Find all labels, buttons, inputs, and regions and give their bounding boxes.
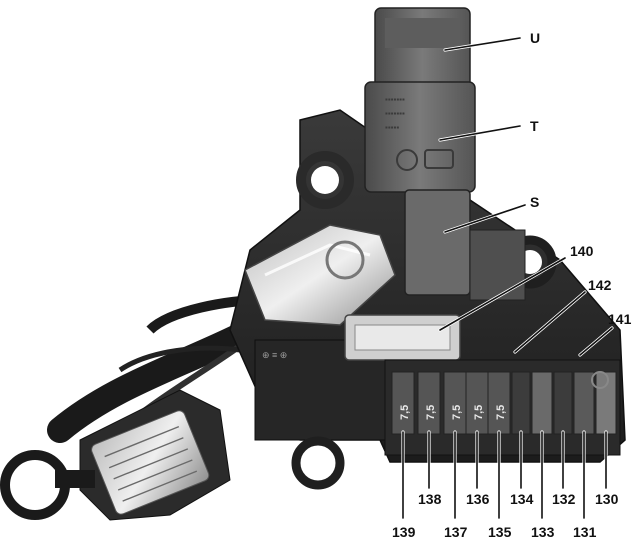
label-135: 135 (488, 524, 512, 540)
clear-relay-cover (244, 224, 396, 326)
label-t: T (530, 118, 539, 134)
fuse-137-rating: 7,5 (451, 405, 463, 420)
left-connector (0, 389, 231, 521)
label-141: 141 (608, 311, 632, 327)
relay-140 (344, 314, 461, 361)
label-137: 137 (444, 524, 468, 540)
fuse-slot-131 (573, 371, 595, 435)
fuse-136-rating: 7,5 (473, 405, 485, 420)
fuse-135-rating: 7,5 (495, 405, 507, 420)
fuse-slot-133 (531, 371, 553, 435)
fuse-139-rating: 7,5 (399, 405, 411, 420)
label-134: 134 (510, 491, 534, 507)
label-s: S (530, 194, 539, 210)
label-142: 142 (588, 277, 612, 293)
label-140: 140 (570, 243, 594, 259)
label-u: U (530, 30, 540, 46)
label-136: 136 (466, 491, 490, 507)
fuse-139: 7,5 (391, 371, 415, 435)
fuse-138: 7,5 (417, 371, 441, 435)
relay-t-marking-3: ▪▪▪▪▪ (385, 123, 399, 132)
fuse-136: 7,5 (465, 371, 489, 435)
fuse-137: 7,5 (443, 371, 467, 435)
fuse-row: 7,5 7,5 7,5 7,5 7,5 (384, 359, 621, 456)
relay-stack: ▪▪▪▪▪▪▪ ▪▪▪▪▪▪▪ ▪▪▪▪▪ (364, 7, 526, 301)
brand-logo (396, 149, 418, 171)
relay-t-marking-1: ▪▪▪▪▪▪▪ (385, 95, 405, 104)
leader-lines (401, 36, 614, 520)
fuse-138-rating: 7,5 (425, 405, 437, 420)
label-131: 131 (573, 524, 597, 540)
label-132: 132 (552, 491, 576, 507)
relay-s (404, 189, 471, 296)
fuse-slot-134 (511, 371, 531, 435)
relay-t-marking-2: ▪▪▪▪▪▪▪ (385, 109, 405, 118)
fuse-slot-132 (553, 371, 573, 435)
label-130: 130 (595, 491, 619, 507)
label-133: 133 (531, 524, 555, 540)
mounting-ring-upper (296, 151, 354, 209)
label-139: 139 (392, 524, 416, 540)
label-138: 138 (418, 491, 442, 507)
housing-marking: ⊕ ≡ ⊕ (262, 350, 287, 360)
fuse-slot-130 (595, 371, 617, 435)
mounting-ring-bottom (291, 436, 345, 490)
fuse-135: 7,5 (487, 371, 511, 435)
